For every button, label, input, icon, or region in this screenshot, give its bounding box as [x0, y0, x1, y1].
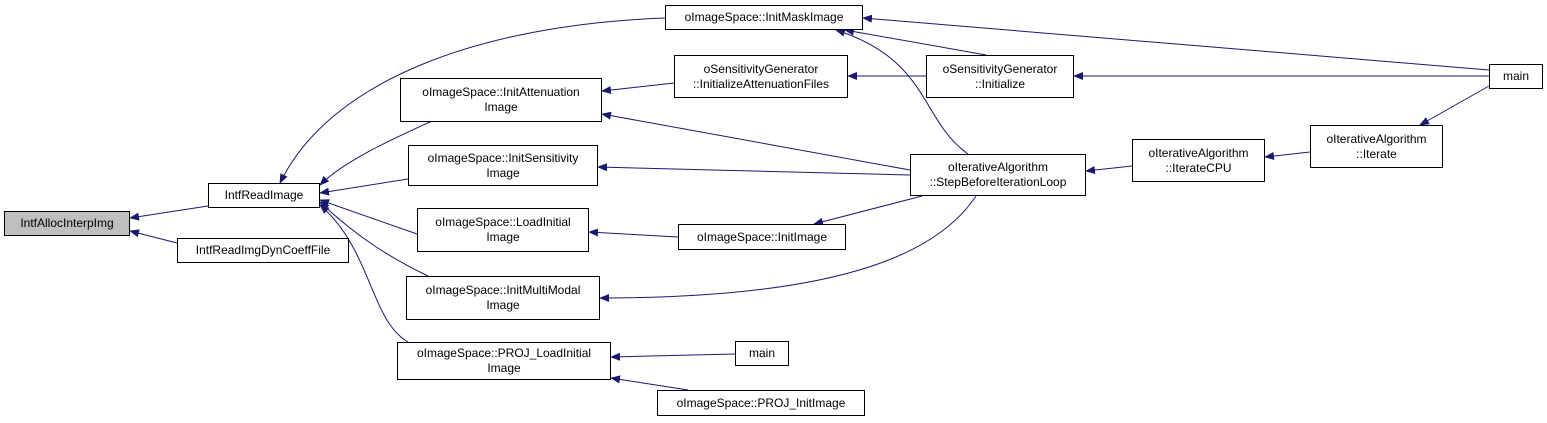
edge-projLoad-to-readImage — [319, 204, 409, 343]
node-iterate[interactable]: oIterativeAlgorithm ::Iterate — [1310, 125, 1443, 168]
node-label-line-2: Image — [486, 165, 520, 180]
edge-main1-to-iterate — [1419, 85, 1490, 126]
node-init-attenuation-image[interactable]: oImageSpace::InitAttenuation Image — [400, 78, 602, 122]
edge-iterate-to-iterCPU — [1264, 151, 1311, 160]
node-label-line-2: ::Initialize — [974, 76, 1026, 91]
node-label: oImageSpace::InitImage — [696, 229, 828, 244]
edge-stepBefore-to-initAtten — [601, 111, 911, 171]
node-label-line-2: ::StepBeforeIterationLoop — [929, 175, 1067, 189]
edge-main1-to-initMask — [862, 14, 1490, 71]
node-step-before-iteration-loop[interactable]: oIterativeAlgorithm ::StepBeforeIteratio… — [910, 154, 1086, 196]
node-intf-read-image[interactable]: IntfReadImage — [208, 183, 320, 208]
node-label: IntfReadImage — [224, 188, 304, 202]
node-label-line-1: oImageSpace::LoadInitial — [435, 215, 571, 229]
node-proj-load-initial-image[interactable]: oImageSpace::PROJ_LoadInitial Image — [397, 342, 611, 380]
node-label-line-2: ::Iterate — [1356, 146, 1397, 161]
edge-initMask-to-readImage — [279, 17, 666, 184]
node-label: oImageSpace::PROJ_InitImage — [676, 395, 846, 410]
node-init-mask-image[interactable]: oImageSpace::InitMaskImage — [665, 5, 863, 30]
edge-stepBefore-to-initSens — [597, 163, 911, 176]
node-label-line-1: oIterativeAlgorithm — [1148, 145, 1249, 160]
edge-projInit-to-projLoad — [610, 375, 689, 391]
node-label-line-1: oImageSpace::InitAttenuation — [422, 85, 580, 99]
node-init-multi-modal-image[interactable]: oImageSpace::InitMultiModal Image — [406, 276, 600, 320]
node-intf-read-img-dyn-coeff-file[interactable]: IntfReadImgDynCoeffFile — [177, 238, 349, 263]
node-iterate-cpu[interactable]: oIterativeAlgorithm ::IterateCPU — [1132, 139, 1265, 182]
node-sensitivity-initialize-attenuation-files[interactable]: oSensitivityGenerator ::InitializeAttenu… — [674, 55, 848, 98]
edge-sensInit-to-initMask — [844, 27, 987, 56]
edge-readImgDyn-to-allocInterp — [129, 229, 178, 244]
node-label-line-2: ::IterateCPU — [1165, 160, 1232, 175]
node-label-line-2: Image — [484, 100, 518, 114]
node-proj-init-image[interactable]: oImageSpace::PROJ_InitImage — [657, 390, 865, 416]
edge-initAtten-to-readImage — [319, 120, 433, 186]
node-label: main — [748, 346, 775, 360]
node-main-secondary[interactable]: main — [735, 341, 789, 366]
node-label-line-1: oSensitivityGenerator — [703, 61, 819, 76]
edge-initMulti-to-readImage — [319, 201, 429, 277]
node-label-line-1: oImageSpace::PROJ_LoadInitial — [416, 346, 592, 360]
node-sensitivity-initialize[interactable]: oSensitivityGenerator ::Initialize — [926, 55, 1074, 98]
node-label: IntfReadImgDynCoeffFile — [195, 243, 331, 257]
edge-iterCPU-to-stepBefore — [1085, 165, 1133, 175]
node-label-line-1: oImageSpace::InitSensitivity — [427, 150, 579, 165]
edge-initImage-to-loadInitial — [588, 228, 679, 238]
edge-stepBefore-to-initMulti — [599, 195, 977, 302]
node-label-line-1: oIterativeAlgorithm — [947, 160, 1049, 174]
node-intf-alloc-interp-img: IntfAllocInterpImg — [4, 211, 130, 236]
node-load-initial-image[interactable]: oImageSpace::LoadInitial Image — [417, 208, 589, 252]
edge-loadInitial-to-readImage — [319, 199, 418, 235]
node-init-sensitivity-image[interactable]: oImageSpace::InitSensitivity Image — [408, 145, 598, 186]
node-label-line-1: oImageSpace::InitMultiModal — [425, 283, 581, 297]
edge-main2-to-projLoad — [610, 352, 736, 361]
edge-readImage-to-allocInterp — [129, 205, 209, 221]
node-main-primary[interactable]: main — [1489, 64, 1543, 89]
node-label-line-1: oIterativeAlgorithm — [1326, 131, 1427, 146]
edge-sensInitAtten-to-initAtten — [601, 82, 675, 94]
edge-stepBefore-to-initMask — [835, 28, 969, 155]
node-label: oImageSpace::InitMaskImage — [684, 10, 844, 24]
node-label-line-2: Image — [486, 298, 520, 312]
node-init-image[interactable]: oImageSpace::InitImage — [678, 224, 846, 250]
node-label: main — [1502, 69, 1529, 83]
node-label: IntfAllocInterpImg — [20, 216, 114, 230]
edge-initSens-to-readImage — [319, 178, 409, 196]
node-label-line-2: ::InitializeAttenuationFiles — [692, 76, 830, 91]
node-label-line-1: oSensitivityGenerator — [942, 61, 1058, 76]
node-label-line-2: Image — [487, 361, 521, 375]
edge-stepBefore-to-initImage — [813, 195, 923, 226]
node-label-line-2: Image — [486, 230, 520, 244]
